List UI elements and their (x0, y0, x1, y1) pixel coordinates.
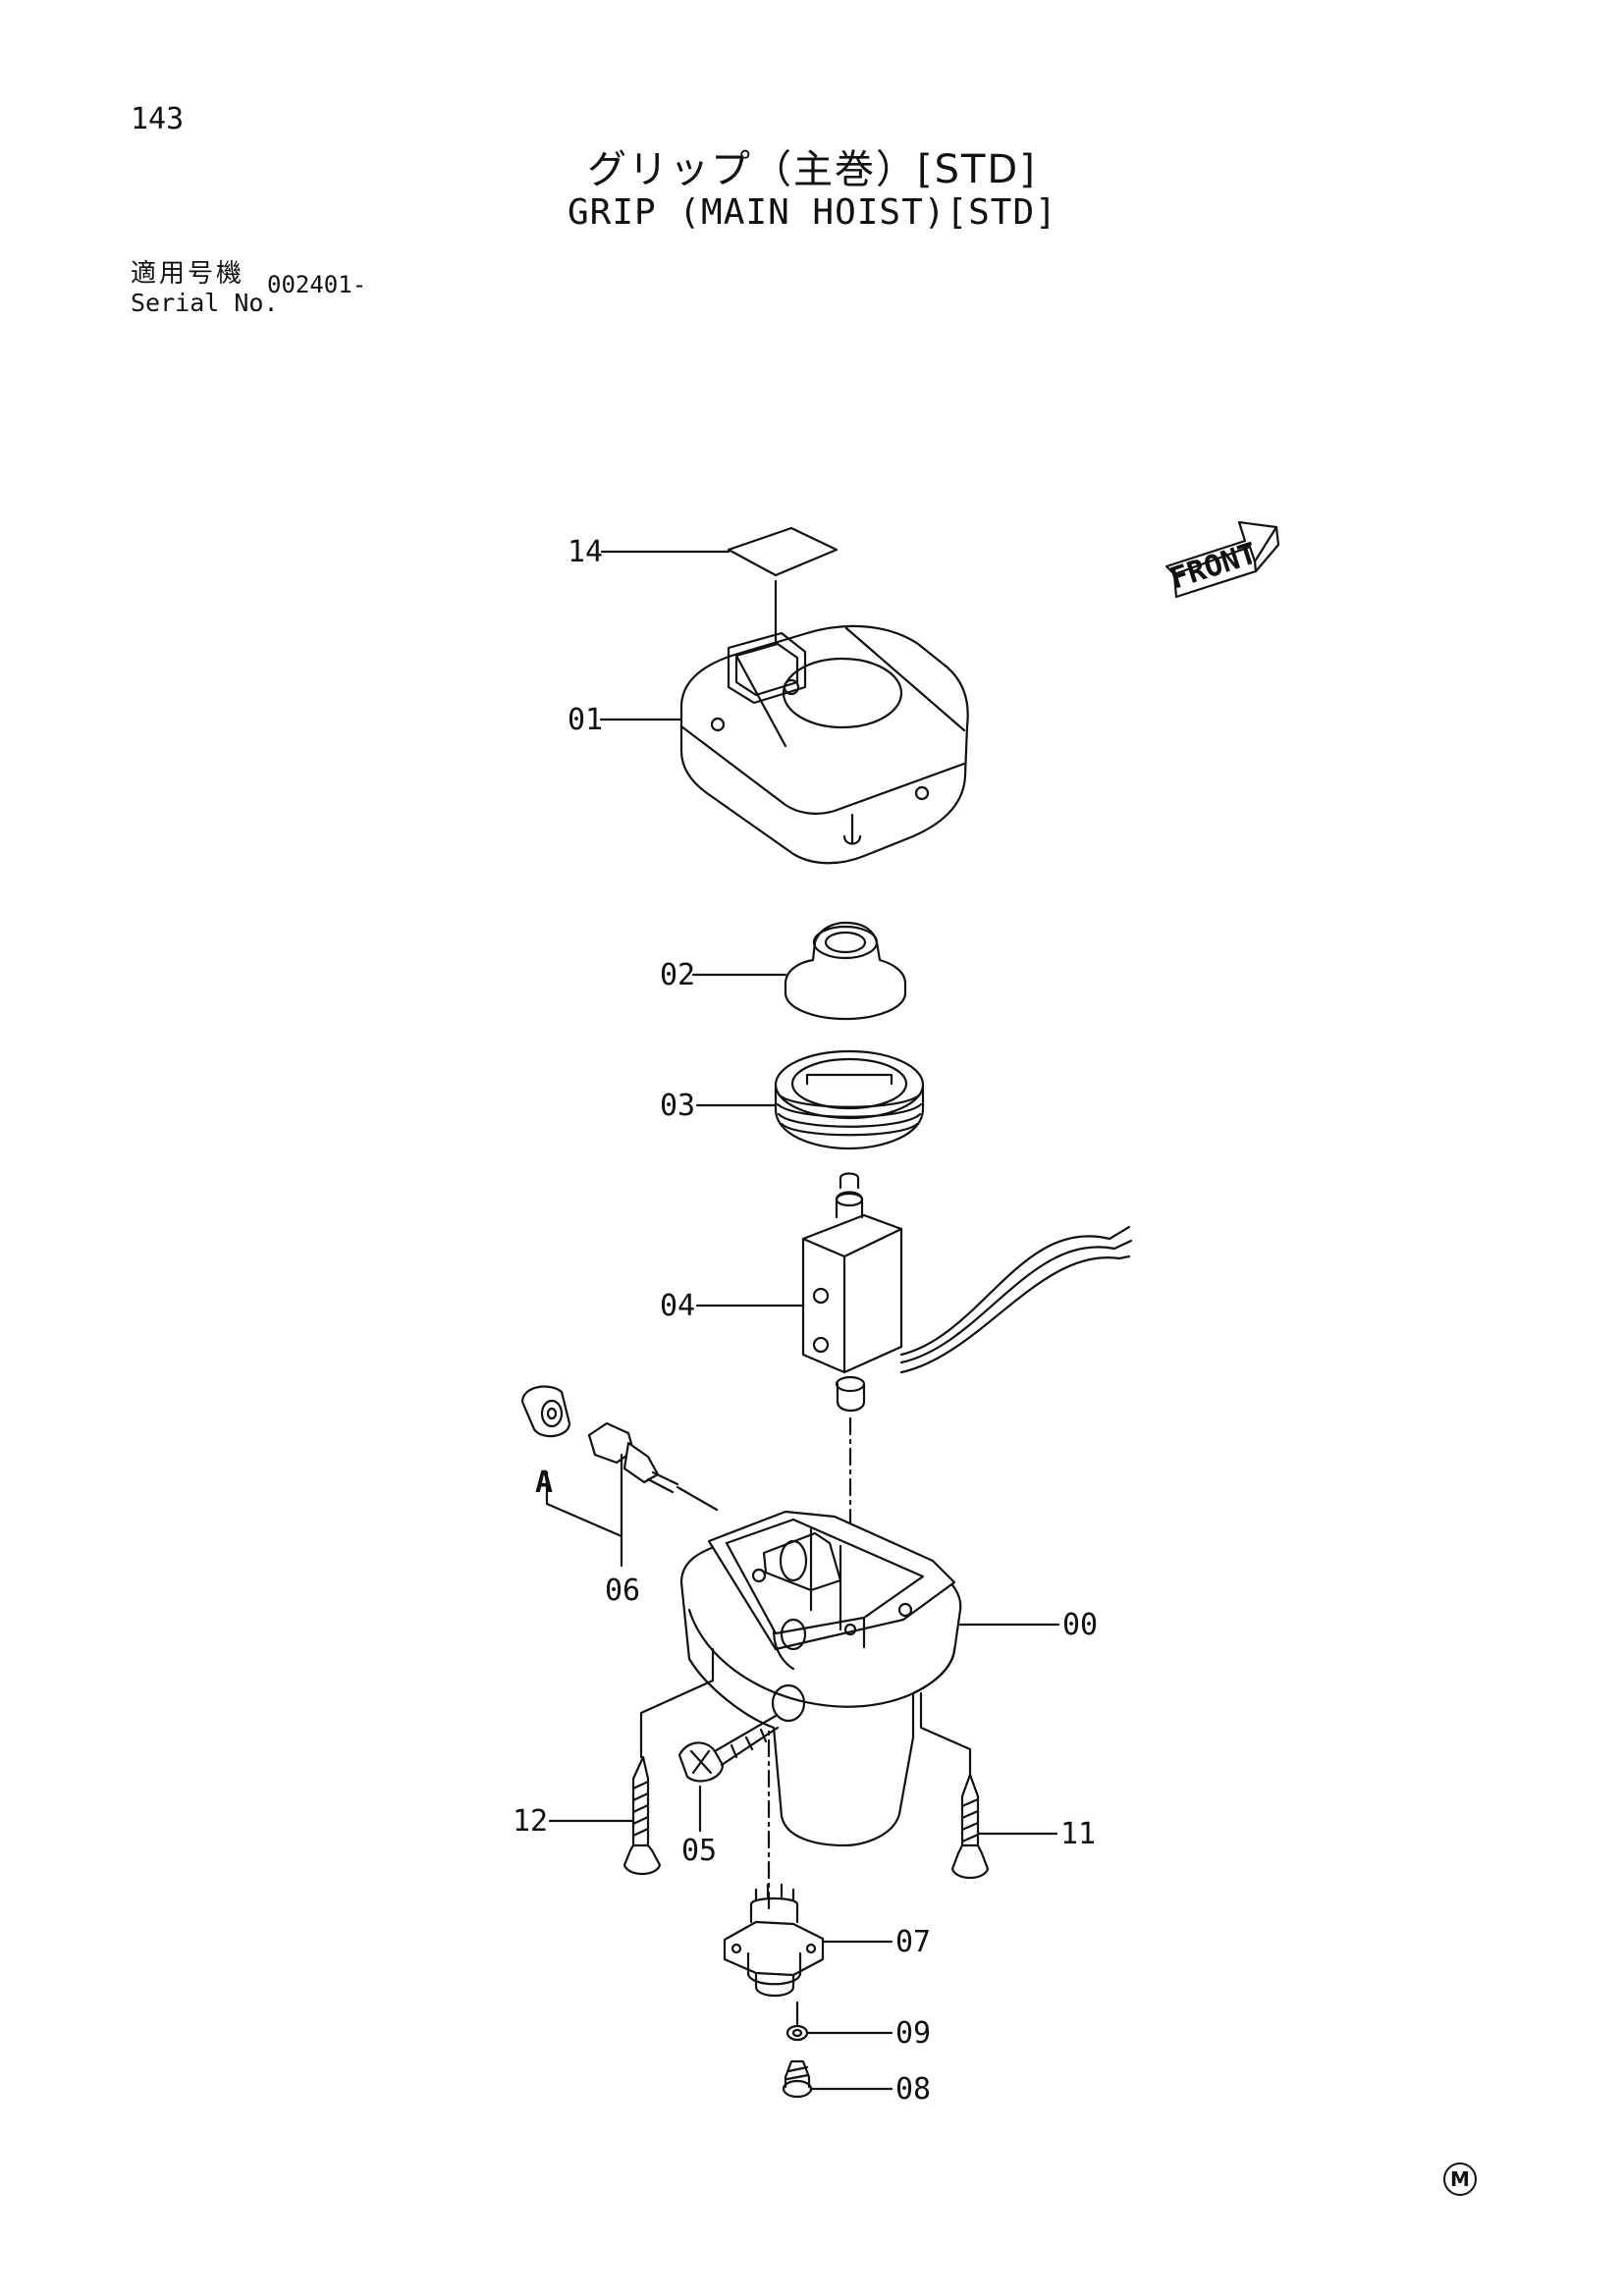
corner-mark: M (1443, 2163, 1477, 2196)
serial-label-japanese: 適用号機 (131, 259, 245, 289)
callout-11: 11 (1060, 1817, 1096, 1851)
part-03-threaded-ring (695, 1049, 925, 1150)
part-00-grip-housing (679, 1510, 1060, 1847)
part-08-small-screw (782, 2059, 893, 2099)
part-12-tapping-screw (548, 1647, 715, 1876)
page-title-english: GRIP (MAIN HOIST)[STD] (568, 192, 1057, 233)
part-02-rubber-boot (691, 921, 907, 1021)
part-06-pressure-switch (545, 1421, 719, 1568)
callout-01: 01 (568, 703, 603, 737)
callout-07: 07 (895, 1925, 931, 1959)
front-arrow-label: FRONT (1166, 536, 1262, 596)
callout-03: 03 (660, 1089, 695, 1123)
front-arrow-icon (1164, 520, 1280, 599)
part-11-tapping-screw (919, 1691, 1058, 1880)
serial-number-value: 002401- (267, 271, 367, 298)
callout-12: 12 (513, 1804, 548, 1839)
part-04-switch-assembly (695, 1172, 1133, 1413)
page-title-japanese: グリップ（主巻）[STD] (587, 147, 1037, 192)
part-05-screw (677, 1714, 780, 1833)
detail-a-label: A (535, 1466, 553, 1500)
part-14-label-plate (600, 526, 839, 650)
callout-00: 00 (1062, 1608, 1098, 1642)
detail-a-cap (520, 1385, 571, 1438)
part-07-connector (723, 1883, 893, 1998)
page-number: 143 (131, 102, 185, 136)
part-09-washer (785, 2001, 893, 2042)
callout-04: 04 (660, 1289, 695, 1323)
callout-06: 06 (605, 1574, 640, 1608)
serial-label-english: Serial No. (131, 289, 279, 317)
callout-14: 14 (568, 535, 603, 569)
callout-09: 09 (895, 2016, 931, 2051)
callout-08: 08 (895, 2072, 931, 2107)
part-01-grip-cover (599, 624, 969, 865)
callout-05: 05 (681, 1834, 717, 1868)
callout-02: 02 (660, 958, 695, 992)
